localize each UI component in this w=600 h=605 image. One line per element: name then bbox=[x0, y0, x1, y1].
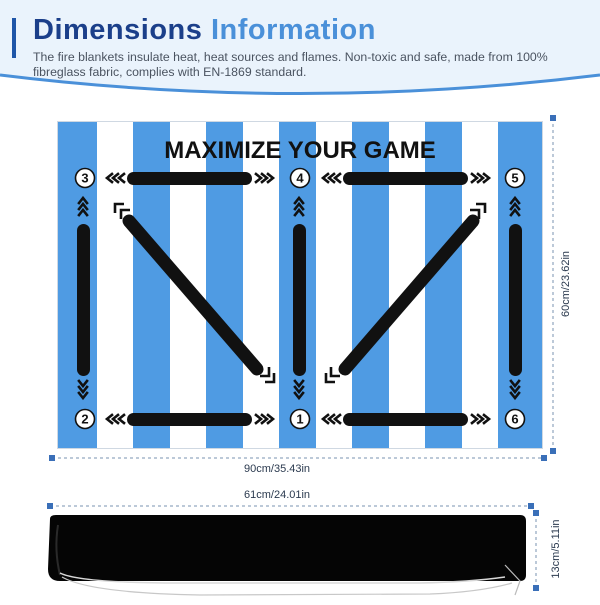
header-banner: Dimensions Information The fire blankets… bbox=[0, 0, 600, 110]
title-word-information: Information bbox=[210, 14, 376, 46]
mat-heading: MAXIMIZE YOUR GAME bbox=[164, 137, 436, 164]
station-label-6: 6 bbox=[511, 412, 518, 427]
station-marker-4: 4 bbox=[289, 167, 311, 189]
storage-bag bbox=[0, 495, 560, 605]
training-mat: MAXIMIZE YOUR GAME bbox=[57, 121, 543, 454]
header-accent-bar bbox=[12, 18, 16, 58]
station-label-5: 5 bbox=[511, 171, 518, 186]
station-label-3: 3 bbox=[81, 171, 88, 186]
mat-lane-bars bbox=[77, 172, 522, 426]
station-marker-3: 3 bbox=[74, 167, 96, 189]
station-label-1: 1 bbox=[296, 412, 303, 427]
station-marker-5: 5 bbox=[504, 167, 526, 189]
station-marker-6: 6 bbox=[504, 408, 526, 430]
station-label-4: 4 bbox=[296, 171, 304, 186]
mat-height-label: 60cm/23.62in bbox=[560, 250, 572, 318]
mat-width-label: 90cm/35.43in bbox=[244, 463, 311, 475]
bag-width-label: 61cm/24.01in bbox=[244, 489, 311, 501]
header-curve bbox=[0, 73, 600, 110]
station-marker-1: 1 bbox=[289, 408, 311, 430]
station-label-2: 2 bbox=[81, 412, 88, 427]
page-description: The fire blankets insulate heat, heat so… bbox=[33, 50, 548, 79]
storage-bag-graphic bbox=[48, 515, 526, 596]
page-title: Dimensions Information bbox=[33, 14, 376, 47]
title-word-dimensions: Dimensions bbox=[33, 14, 203, 46]
station-marker-2: 2 bbox=[74, 408, 96, 430]
training-mat-graphic: MAXIMIZE YOUR GAME bbox=[57, 121, 543, 449]
mat-chevrons bbox=[77, 172, 521, 425]
